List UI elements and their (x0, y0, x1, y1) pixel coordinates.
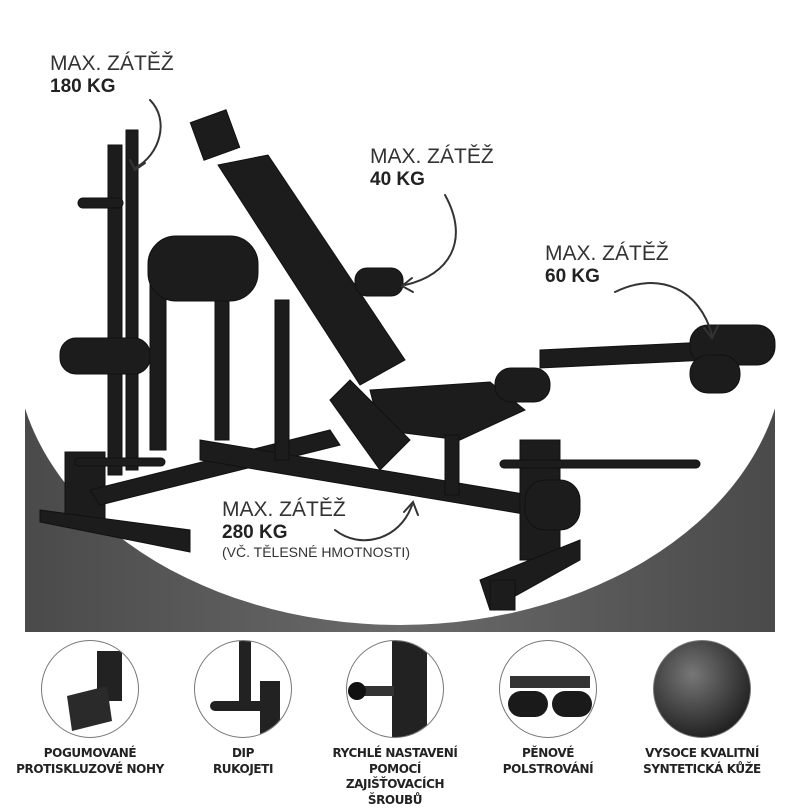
callout-40kg: MAX. ZÁTĚŽ 40 KG (370, 145, 494, 191)
leather-texture-icon (653, 640, 751, 738)
arrow-60kg (614, 282, 713, 336)
feature-line1: RYCHLÉ NASTAVENÍ POMOCÍ (332, 746, 458, 776)
feature-line2: POLSTROVÁNÍ (502, 761, 594, 776)
feature-line2: PROTISKLUZOVÉ NOHY (16, 761, 164, 776)
callout-title: MAX. ZÁTĚŽ (50, 52, 174, 75)
callout-60kg: MAX. ZÁTĚŽ 60 KG (545, 242, 669, 288)
feature-line1: VYSOCE KVALITNÍ (645, 746, 759, 760)
arrow-40kg (404, 194, 457, 286)
dip-handle-icon (194, 640, 292, 738)
callout-280kg: MAX. ZÁTĚŽ 280 KG (VČ. TĚLESNÉ HMOTNOSTI… (222, 498, 410, 560)
callout-value: 280 KG (222, 522, 288, 544)
feature-line2: SYNTETICKÁ KŮŽE (643, 761, 761, 776)
locking-pin-icon (346, 640, 444, 738)
arrow-180kg (134, 99, 162, 169)
callout-title: MAX. ZÁTĚŽ (545, 242, 669, 265)
callout-title: MAX. ZÁTĚŽ (222, 498, 346, 521)
feature-line2: ZAJIŠŤOVACÍCH ŠROUBŮ (345, 777, 445, 807)
callout-value: 60 KG (545, 266, 600, 288)
feature-line2: RUKOJETI (212, 761, 274, 776)
callout-value: 180 KG (50, 76, 116, 98)
arrow-280kg (334, 504, 413, 542)
feature-line1: DIP (231, 746, 255, 760)
feature-line1: PĚNOVÉ (522, 746, 574, 760)
callout-note: (VČ. TĚLESNÉ HMOTNOSTI) (222, 543, 410, 560)
weight-bench-image (39, 99, 776, 611)
foam-roller-icon (499, 640, 597, 738)
callout-value: 40 KG (370, 169, 425, 191)
feature-line1: POGUMOVANÉ (43, 746, 137, 760)
callout-180kg: MAX. ZÁTĚŽ 180 KG (50, 52, 174, 98)
rubber-foot-icon (41, 640, 139, 738)
callout-title: MAX. ZÁTĚŽ (370, 145, 494, 168)
